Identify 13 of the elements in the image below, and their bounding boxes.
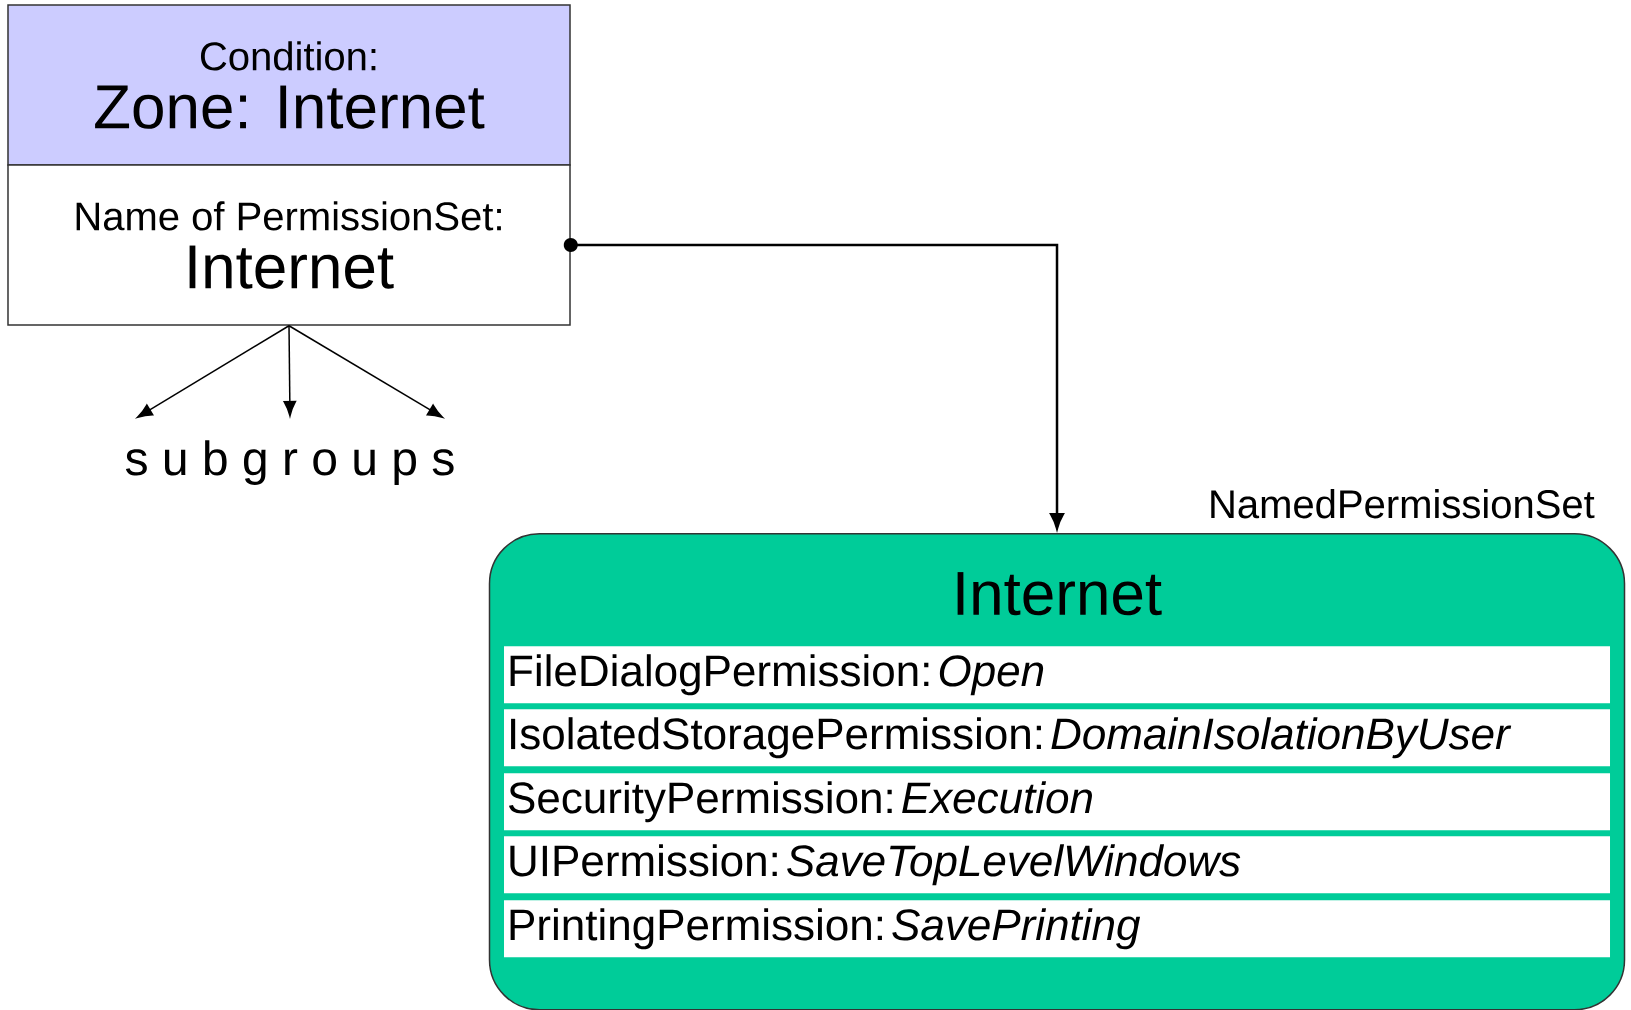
row-box: SecurityPermission: Execution	[504, 773, 1610, 831]
row-box: FileDialogPermission: Open	[504, 646, 1610, 704]
arrow	[283, 325, 297, 417]
compartment-box: Name of PermissionSet: Internet	[7, 164, 571, 326]
row-box: PrintingPermission: SavePrinting	[504, 900, 1610, 958]
arrow	[288, 325, 444, 419]
row-box: UIPermission: SaveTopLevelWindows	[504, 836, 1610, 894]
stereotype-label: NamedPermissionSet	[1211, 489, 1595, 519]
row-box: IsolatedStoragePermission: DomainIsolationByUser	[504, 709, 1610, 767]
caption-text: s u b g r o u p s	[125, 440, 454, 485]
compartment-box: Condition: Zone: Internet	[7, 4, 571, 166]
connector-arrow	[563, 238, 1064, 530]
arrow	[136, 325, 290, 418]
